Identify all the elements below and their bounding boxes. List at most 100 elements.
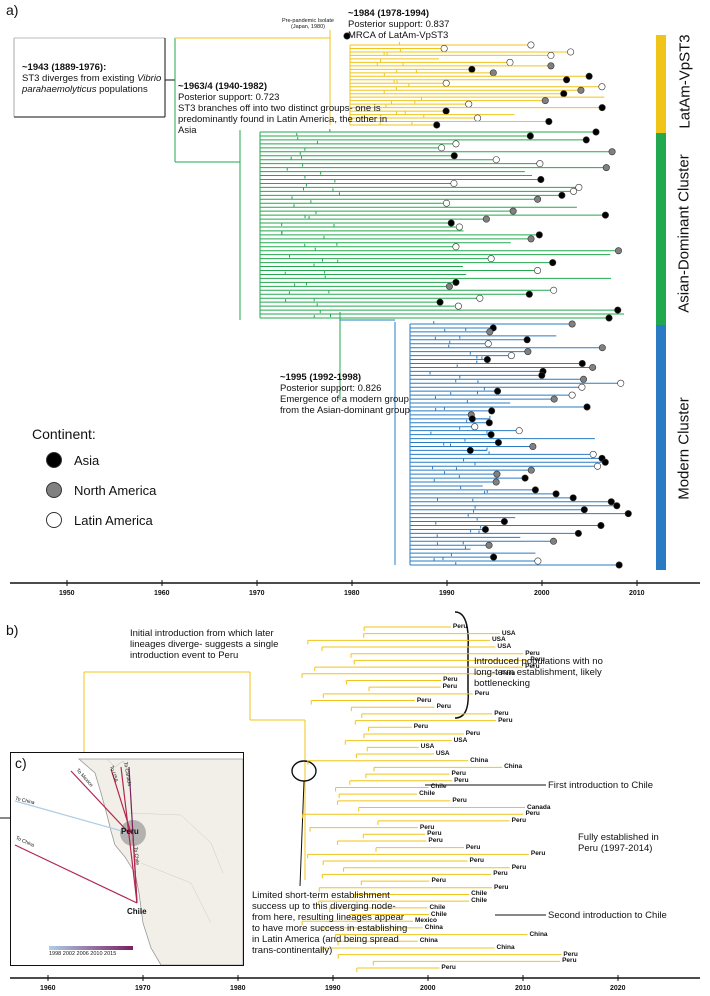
tip-label-usa: USA — [420, 743, 435, 751]
tip-label-chile: Chile — [429, 903, 446, 911]
modern-tip-dot — [494, 387, 502, 395]
axis-a-tick-label: 2000 — [534, 590, 550, 597]
latam-tip-dot — [577, 86, 585, 94]
latam-tip-dot — [433, 121, 441, 129]
note-1963: ~1963/4 (1940-1982) Posterior support: 0… — [178, 81, 388, 136]
tip-label-peru: Peru — [454, 776, 469, 784]
modern-tip-dot — [493, 470, 501, 478]
asian-tip-dot — [482, 215, 490, 223]
modern-tip-dot — [485, 419, 493, 427]
asian-tip-dot — [614, 247, 622, 255]
asian-tip-dot — [537, 175, 545, 183]
asian-tip-dot — [550, 286, 558, 294]
tip-label-peru: Peru — [530, 656, 545, 664]
modern-tip-dot — [484, 340, 492, 348]
asian-tip-dot — [487, 255, 495, 263]
asian-tip-dot — [450, 152, 458, 160]
latam-tip-dot — [547, 51, 555, 59]
prepandemic-label: Pre-pandemic Isolate (Japan, 1980) — [282, 18, 334, 30]
modern-tip-dot — [568, 320, 576, 328]
modern-tip-dot — [485, 541, 493, 549]
tip-label-peru: Peru — [500, 669, 516, 677]
modern-tip-dot — [580, 375, 588, 383]
modern-tip-dot — [624, 510, 632, 518]
modern-tip-dot — [597, 521, 605, 529]
latam-tip-dot — [567, 48, 575, 56]
tip-label-peru: Peru — [443, 676, 458, 684]
asian-tip-dot — [436, 298, 444, 306]
latam-tip-dot — [547, 62, 555, 70]
modern-tip-dot — [527, 466, 535, 474]
asian-tip-dot — [582, 136, 590, 144]
note-first-chile: First introduction to Chile — [548, 780, 654, 791]
legend-title: Continent: — [32, 426, 96, 442]
legend-item-latin-america: Latin America — [46, 512, 153, 528]
tip-label-usa: USA — [491, 636, 506, 644]
modern-tip-dot — [488, 407, 496, 415]
asian-tip-dot — [447, 219, 455, 227]
modern-tip-dot — [589, 363, 597, 371]
asian-tip-dot — [452, 278, 460, 286]
panel-b-label: b) — [6, 622, 19, 638]
asian-tip-dot — [592, 128, 600, 136]
modern-tip-dot — [569, 494, 577, 502]
modern-tip-dot — [483, 356, 491, 364]
axis-a-tick-label: 1990 — [439, 590, 455, 597]
modern-tip-dot — [534, 557, 542, 565]
tip-label-china: China — [419, 937, 438, 945]
tip-label-peru: Peru — [441, 964, 456, 971]
modern-tip-dot — [574, 529, 582, 537]
tip-label-peru: Peru — [525, 663, 540, 671]
tip-label-peru: Peru — [465, 843, 481, 851]
tip-label-chile: Chile — [471, 897, 487, 905]
tip-label-peru: Peru — [563, 950, 578, 958]
note-1984: ~1984 (1978-1994) Posterior support: 0.8… — [348, 8, 450, 41]
latam-tip-dot — [474, 114, 482, 122]
tip-label-peru: Peru — [511, 816, 527, 824]
city-label-chile: Chile — [127, 907, 147, 916]
asian-tip-dot — [549, 259, 557, 267]
tip-label-peru: Peru — [451, 770, 466, 778]
asian-tip-dot — [535, 231, 543, 239]
asian-tip-dot — [443, 199, 451, 207]
tip-label-chile: Chile — [419, 790, 436, 798]
modern-tip-dot — [538, 371, 546, 379]
note-second-chile: Second introduction to Chile — [548, 910, 667, 921]
axis-b-tick-label: 2000 — [420, 985, 436, 992]
tip-label-peru: Peru — [428, 836, 443, 844]
legend-swatch-latin-america — [46, 512, 62, 528]
modern-tip-dot — [550, 537, 558, 545]
legend-item-asia: Asia — [46, 452, 99, 468]
modern-tip-dot — [523, 336, 531, 344]
latam-tip-dot — [489, 69, 497, 77]
tip-label-peru: Peru — [474, 689, 490, 697]
modern-tip-dot — [578, 360, 586, 368]
tip-label-chile: Chile — [430, 783, 447, 791]
modern-tip-dot — [589, 450, 597, 458]
asian-tip-dot — [454, 302, 462, 310]
tip-label-peru: Peru — [413, 723, 429, 731]
modern-tip-dot — [524, 348, 532, 356]
latam-tip-dot — [440, 44, 448, 52]
axis-a-tick-label: 1980 — [344, 590, 360, 597]
tip-label-peru: Peru — [431, 877, 446, 885]
tip-label-chile: Chile — [430, 910, 447, 918]
city-label-peru: Peru — [121, 827, 139, 836]
axis-a-tick-label: 1960 — [154, 590, 170, 597]
modern-tip-dot — [486, 328, 494, 336]
tip-label-china: China — [529, 930, 548, 938]
latam-tip-dot — [563, 76, 571, 84]
asian-tip-dot — [525, 290, 533, 298]
tip-label-peru: Peru — [436, 703, 452, 711]
modern-tip-dot — [487, 431, 495, 439]
tip-label-peru: Peru — [452, 623, 468, 630]
axis-a-tick-label: 1970 — [249, 590, 265, 597]
asian-tip-dot — [575, 183, 583, 191]
modern-tip-dot — [568, 391, 576, 399]
asian-tip-dot — [438, 144, 446, 152]
tip-label-peru: Peru — [494, 709, 509, 717]
modern-tip-dot — [494, 439, 502, 447]
modern-tip-dot — [507, 352, 515, 360]
legend-item-north-america: North America — [46, 482, 156, 498]
asian-tip-dot — [492, 156, 500, 164]
